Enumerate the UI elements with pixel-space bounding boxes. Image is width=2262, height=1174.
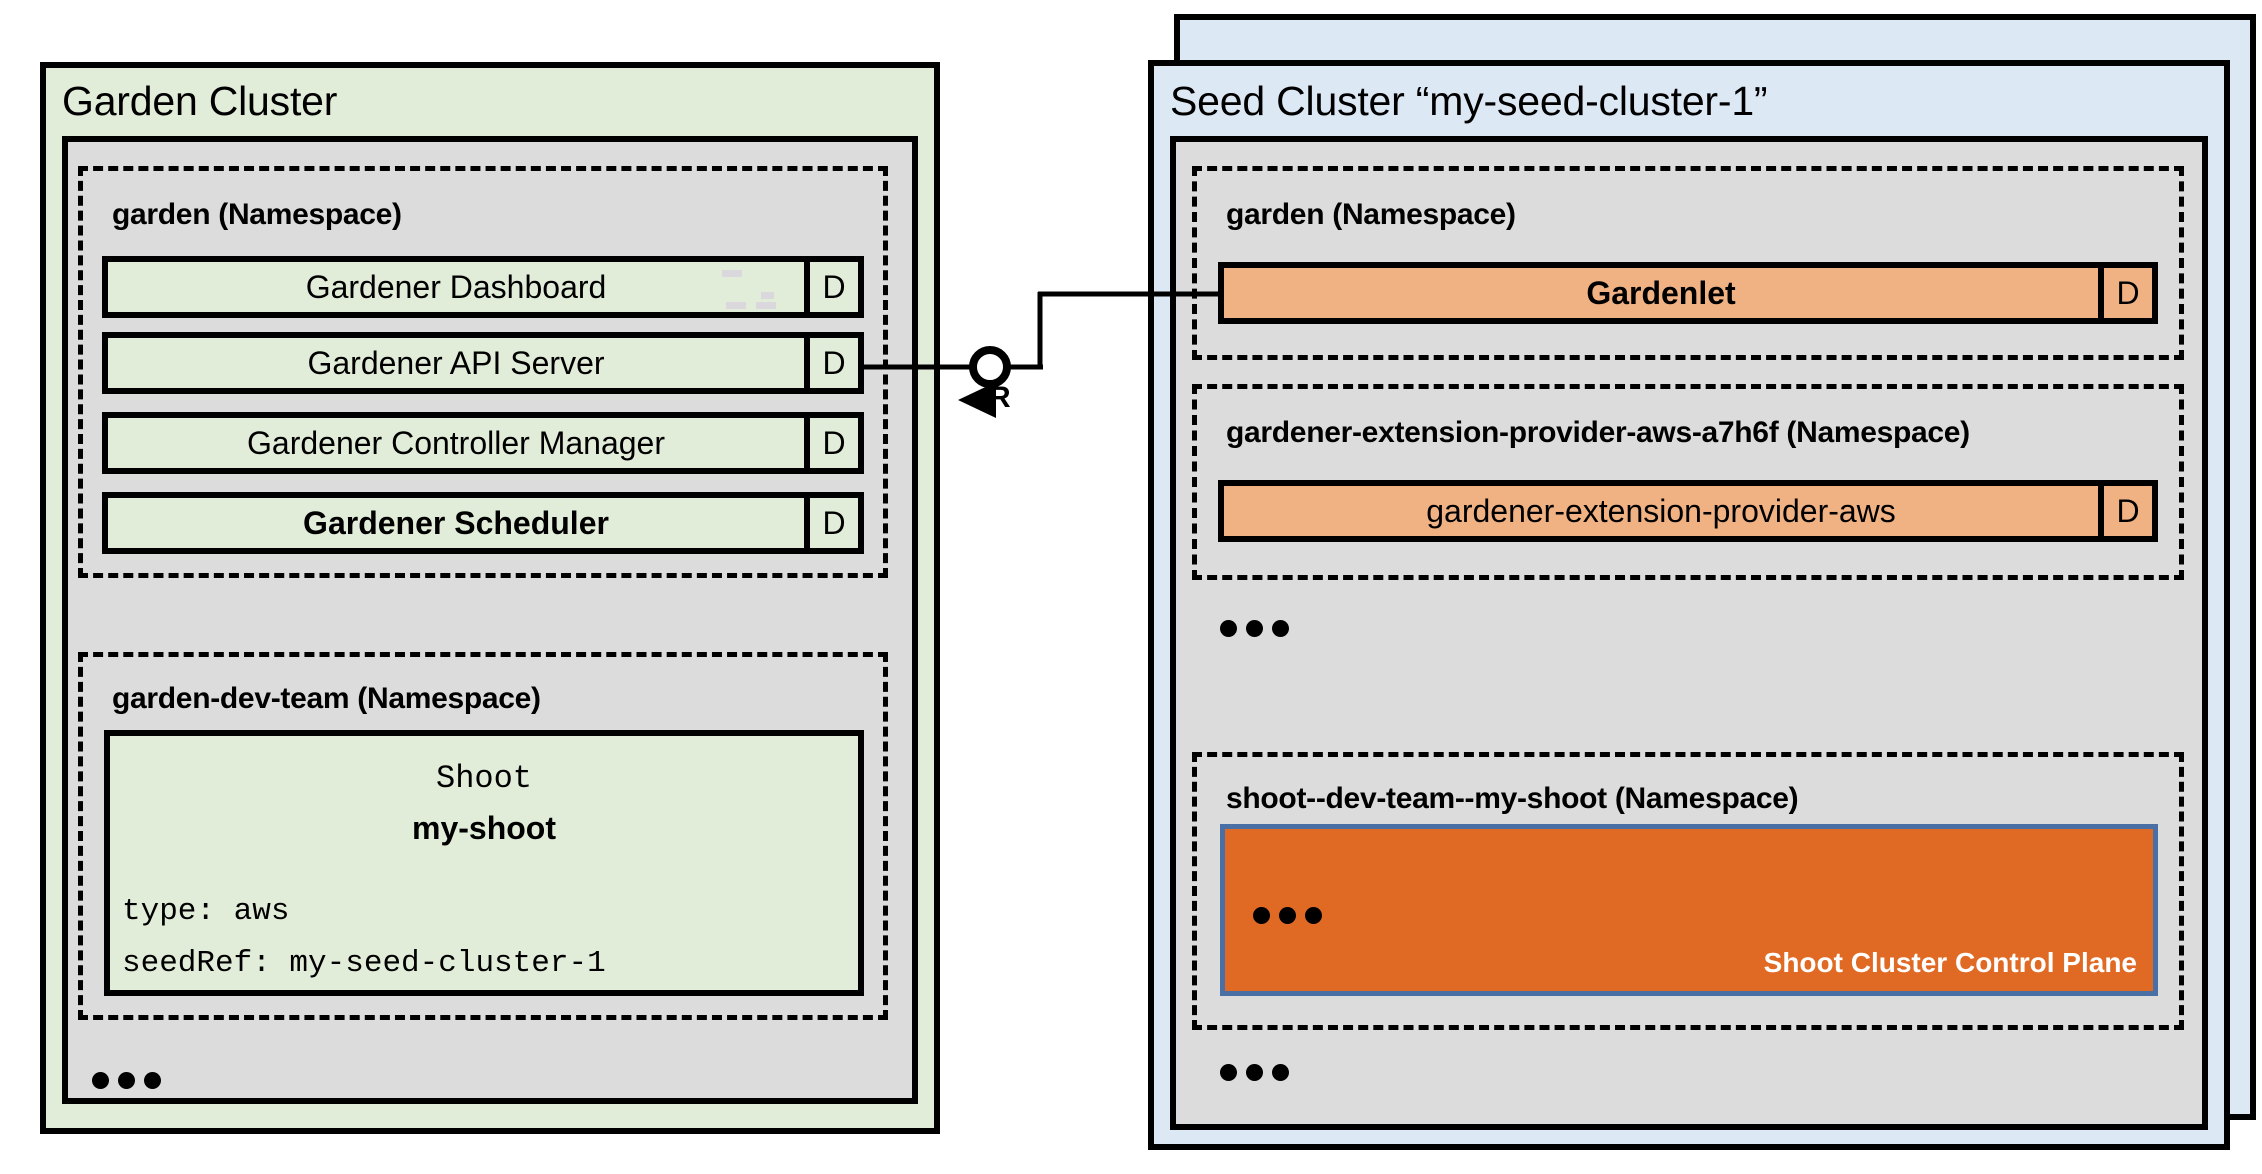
seed-cluster-more-indicator-bottom	[1220, 1064, 1289, 1081]
component-label: Gardenlet	[1586, 274, 1736, 311]
component-label: Gardener Controller Manager	[247, 424, 665, 461]
ellipsis-dot	[1246, 1064, 1263, 1081]
deployment-badge: D	[804, 498, 858, 548]
ellipsis-dot	[1253, 907, 1270, 924]
garden-namespace-garden	[78, 166, 888, 578]
component-gardener-dashboard[interactable]: Gardener Dashboard D	[102, 256, 864, 318]
ellipsis-dot	[1220, 620, 1237, 637]
ellipsis-dot	[1272, 1064, 1289, 1081]
component-label: gardener-extension-provider-aws	[1426, 492, 1896, 529]
component-gardener-extension-provider-aws[interactable]: gardener-extension-provider-aws D	[1218, 480, 2158, 542]
seed-namespace-garden-title: garden (Namespace)	[1226, 198, 1516, 231]
seed-cluster-more-indicator-mid	[1220, 620, 1289, 637]
connector-label-r: R	[989, 381, 1011, 414]
ellipsis-dot	[1272, 620, 1289, 637]
seed-namespace-shoot-dev-team-my-shoot	[1192, 752, 2184, 1030]
component-label: Gardener Dashboard	[108, 262, 804, 312]
ellipsis-dot	[1220, 1064, 1237, 1081]
deployment-badge: D	[804, 262, 858, 312]
garden-cluster-title: Garden Cluster	[62, 78, 338, 124]
ellipsis-dot	[1305, 907, 1322, 924]
seed-namespace-shoot-title: shoot--dev-team--my-shoot (Namespace)	[1226, 782, 1799, 815]
shoot-resource-spec-type: type: aws	[122, 894, 290, 929]
component-gardener-controller-manager[interactable]: Gardener Controller Manager D	[102, 412, 864, 474]
ellipsis-dot	[92, 1072, 109, 1089]
seed-namespace-extension-provider-aws-title: gardener-extension-provider-aws-a7h6f (N…	[1226, 416, 1970, 449]
garden-namespace-garden-title: garden (Namespace)	[112, 198, 402, 231]
seed-namespace-garden	[1192, 166, 2184, 360]
shoot-cluster-control-plane[interactable]: Shoot Cluster Control Plane	[1220, 824, 2158, 996]
control-plane-caption: Shoot Cluster Control Plane	[1763, 947, 2137, 978]
component-gardener-scheduler[interactable]: Gardener Scheduler D	[102, 492, 864, 554]
deployment-badge: D	[804, 338, 858, 388]
seed-cluster-title: Seed Cluster “my-seed-cluster-1”	[1170, 78, 1768, 124]
shoot-resource-kind: Shoot	[435, 760, 532, 797]
deployment-badge: D	[2098, 486, 2152, 536]
shoot-resource-name: my-shoot	[412, 810, 556, 846]
deployment-badge: D	[804, 418, 858, 468]
deployment-badge: D	[2098, 268, 2152, 318]
ellipsis-dot	[144, 1072, 161, 1089]
garden-namespace-dev-team-title: garden-dev-team (Namespace)	[112, 682, 541, 715]
seed-namespace-extension-provider-aws	[1192, 384, 2184, 580]
garden-cluster-more-indicator	[92, 1072, 161, 1089]
control-plane-more-indicator	[1253, 907, 1322, 924]
ellipsis-dot	[1279, 907, 1296, 924]
shoot-resource-card[interactable]: Shoot my-shoot type: aws seedRef: my-see…	[104, 730, 864, 996]
component-label: Gardener API Server	[307, 344, 605, 381]
component-gardener-api-server[interactable]: Gardener API Server D	[102, 332, 864, 394]
component-gardenlet[interactable]: Gardenlet D	[1218, 262, 2158, 324]
ellipsis-dot	[118, 1072, 135, 1089]
ellipsis-dot	[1246, 620, 1263, 637]
component-label: Gardener Scheduler	[303, 504, 609, 541]
shoot-resource-spec-seedref: seedRef: my-seed-cluster-1	[122, 946, 606, 981]
connector-socket-circle	[969, 346, 1011, 388]
garden-namespace-dev-team	[78, 652, 888, 1020]
